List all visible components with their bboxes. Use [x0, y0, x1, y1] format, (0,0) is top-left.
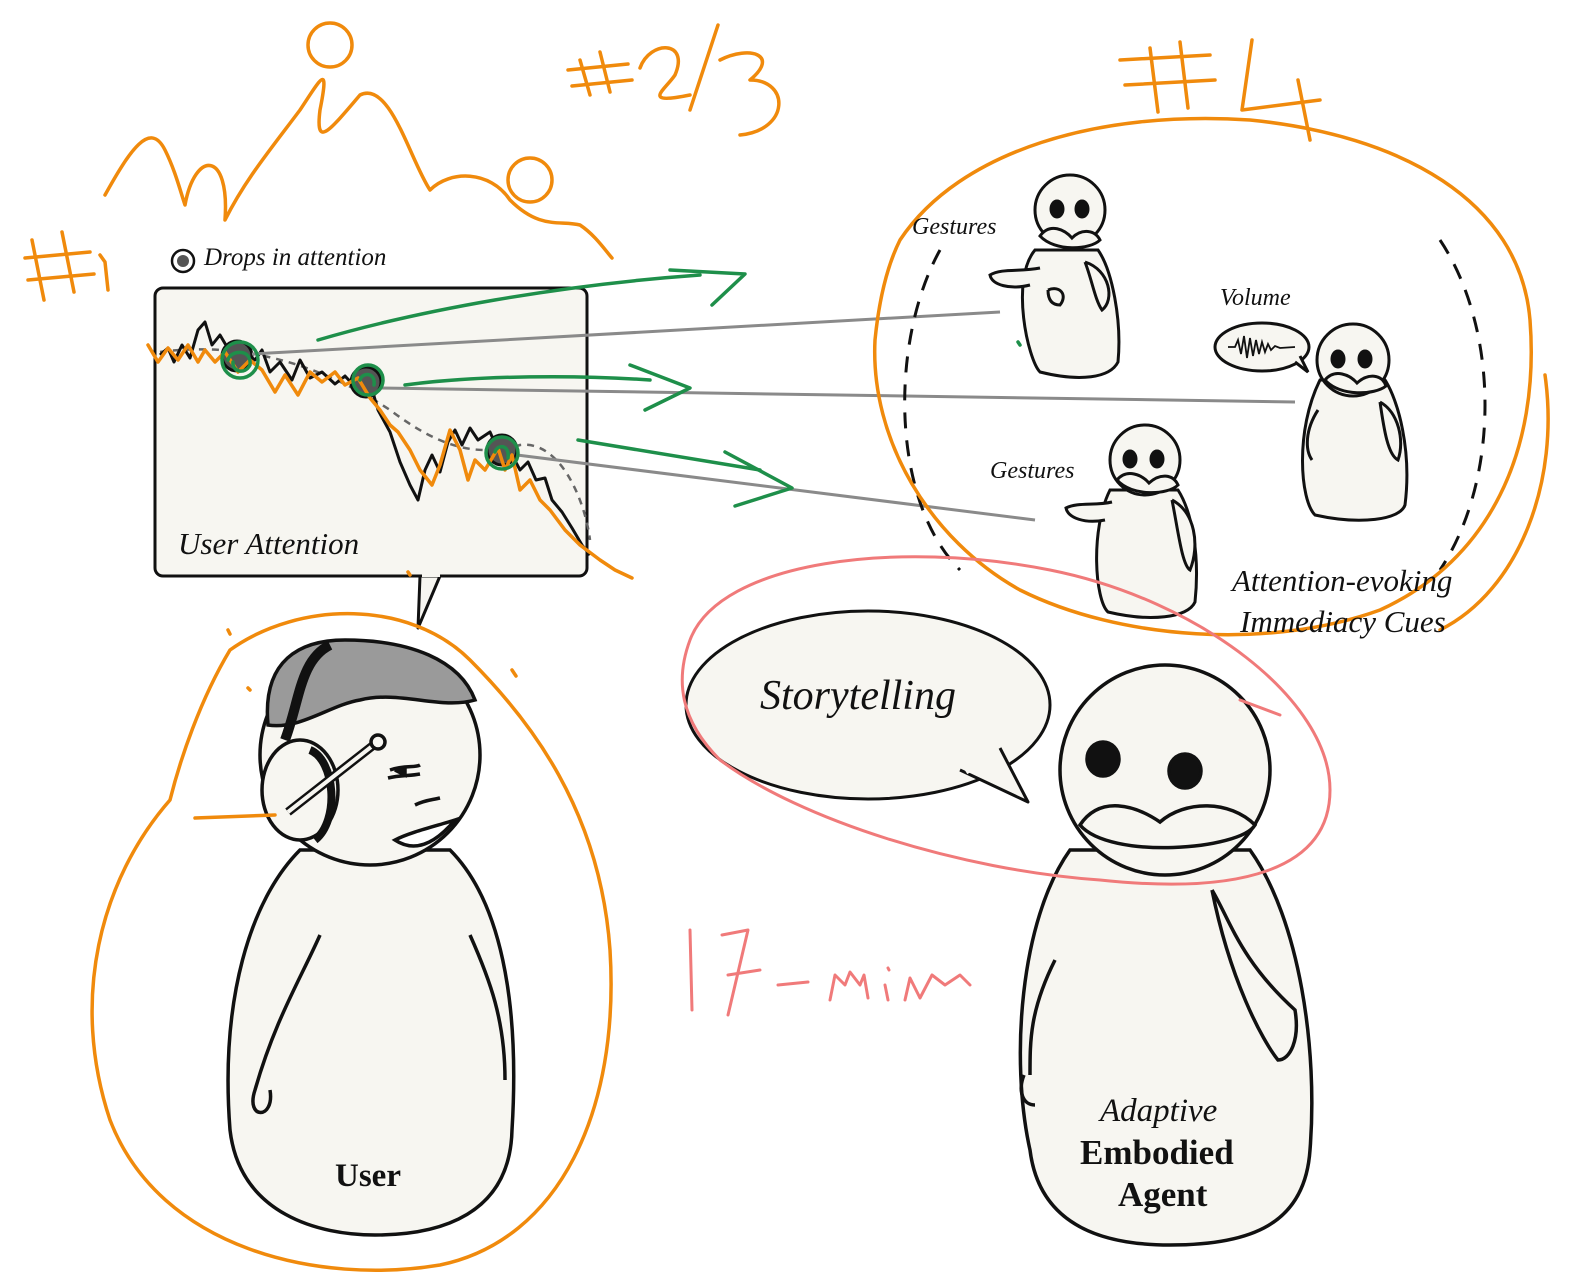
storytelling-label: Storytelling [760, 673, 956, 719]
storytelling-speech-bubble [684, 609, 1052, 804]
cues-title-line2: Immediacy Cues [1240, 604, 1446, 639]
volume-speech-bubble [1213, 321, 1311, 374]
connector-lines [251, 310, 1296, 522]
drops-in-attention-label: Drops in attention [204, 244, 387, 271]
pink-annotations [680, 555, 1332, 1017]
gestures-bottom-label: Gestures [990, 458, 1075, 484]
user-attention-label: User Attention [178, 526, 360, 561]
gestures-top-label: Gestures [912, 214, 997, 240]
user-label: User [335, 1158, 401, 1194]
attention-chart-box [153, 286, 589, 630]
user-figure [226, 638, 516, 1237]
cues-dashed-circle [903, 249, 962, 572]
small-agent-gesturing-bottom [1064, 423, 1198, 619]
drop-legend-icon [170, 248, 196, 274]
attention-signal-line [159, 320, 592, 556]
small-agent-gesturing-top [988, 173, 1121, 379]
orange-annotations [23, 21, 1550, 1272]
green-annotations [220, 268, 1022, 508]
agent-label-line1: Adaptive [1100, 1093, 1218, 1129]
embodied-agent-figure [1018, 663, 1314, 1247]
cues-title-line1: Attention-evoking [1232, 563, 1453, 598]
agent-label-line2: Embodied [1080, 1133, 1234, 1172]
small-agent-volume [1301, 322, 1409, 522]
volume-label: Volume [1220, 285, 1291, 311]
agent-label-line3: Agent [1118, 1175, 1208, 1214]
waveform-icon [1228, 335, 1296, 359]
